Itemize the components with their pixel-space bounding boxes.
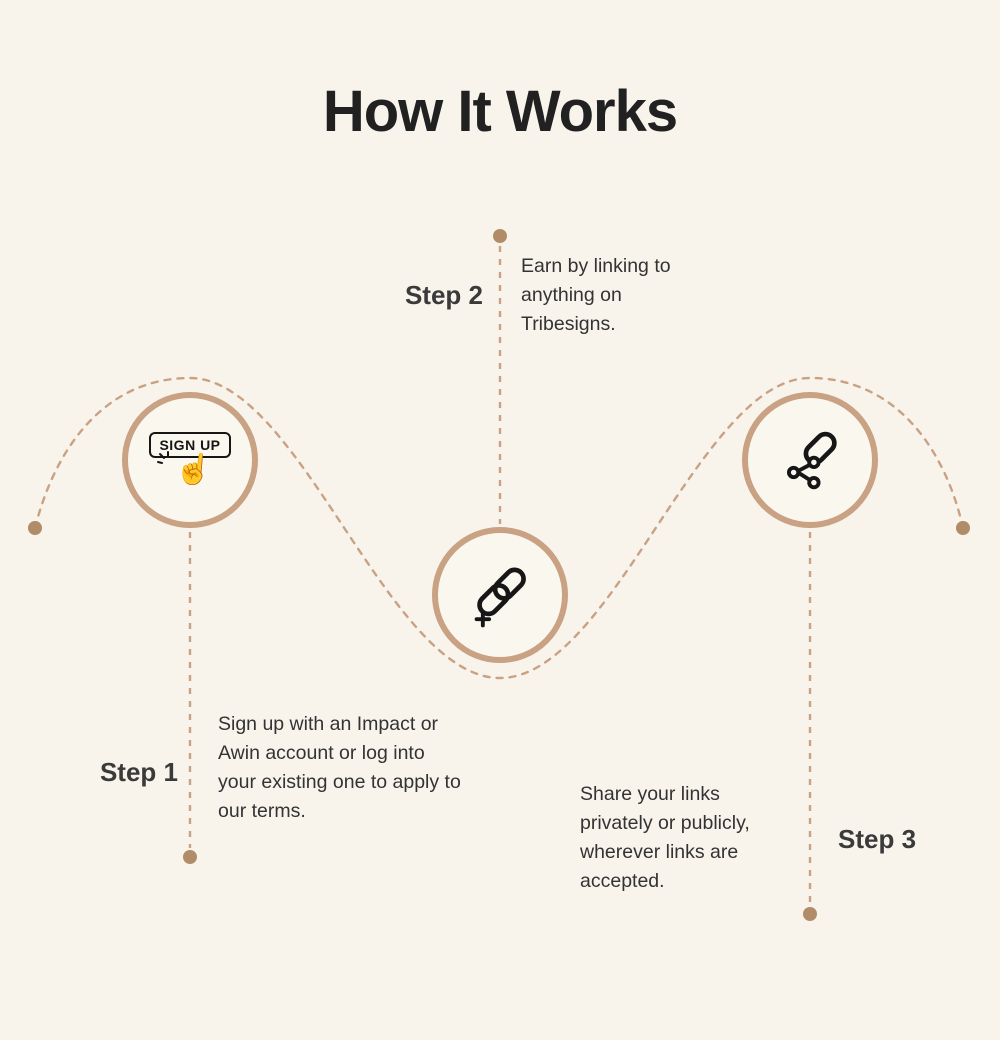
page-title: How It Works <box>322 79 678 144</box>
step2-connector-dot <box>493 229 507 243</box>
click-sparks-icon <box>157 451 170 464</box>
step3-label: Step 3 <box>838 824 917 854</box>
plus-icon <box>474 610 492 628</box>
step2-label: Step 2 <box>404 280 483 310</box>
pointing-hand-icon: ☝ <box>157 451 214 488</box>
step1-description: Sign up with an Impact or Awin account o… <box>218 713 461 822</box>
path-end-dot <box>956 521 970 535</box>
add-link-icon <box>474 567 526 628</box>
step2-description: Earn by linking to anything on Tribesign… <box>521 255 671 335</box>
step3-node <box>742 392 878 528</box>
step1-label: Step 1 <box>99 757 178 787</box>
chain-link-upper <box>492 567 526 601</box>
path-start-dot <box>28 521 42 535</box>
step1-node: SIGN UP ☝ <box>122 392 258 528</box>
signup-button-icon-label: SIGN UP <box>149 432 231 458</box>
hand-glyph: ☝ <box>173 451 215 489</box>
share-nodes <box>786 455 821 490</box>
step3-description: Share your links privately or publicly, … <box>580 783 750 892</box>
signup-button-icon: SIGN UP ☝ <box>149 432 231 488</box>
step1-connector-dot <box>183 850 197 864</box>
share-link-icon <box>786 431 837 490</box>
step3-connector-dot <box>803 907 817 921</box>
step2-node <box>432 527 568 663</box>
wavy-dashed-path <box>33 376 965 680</box>
